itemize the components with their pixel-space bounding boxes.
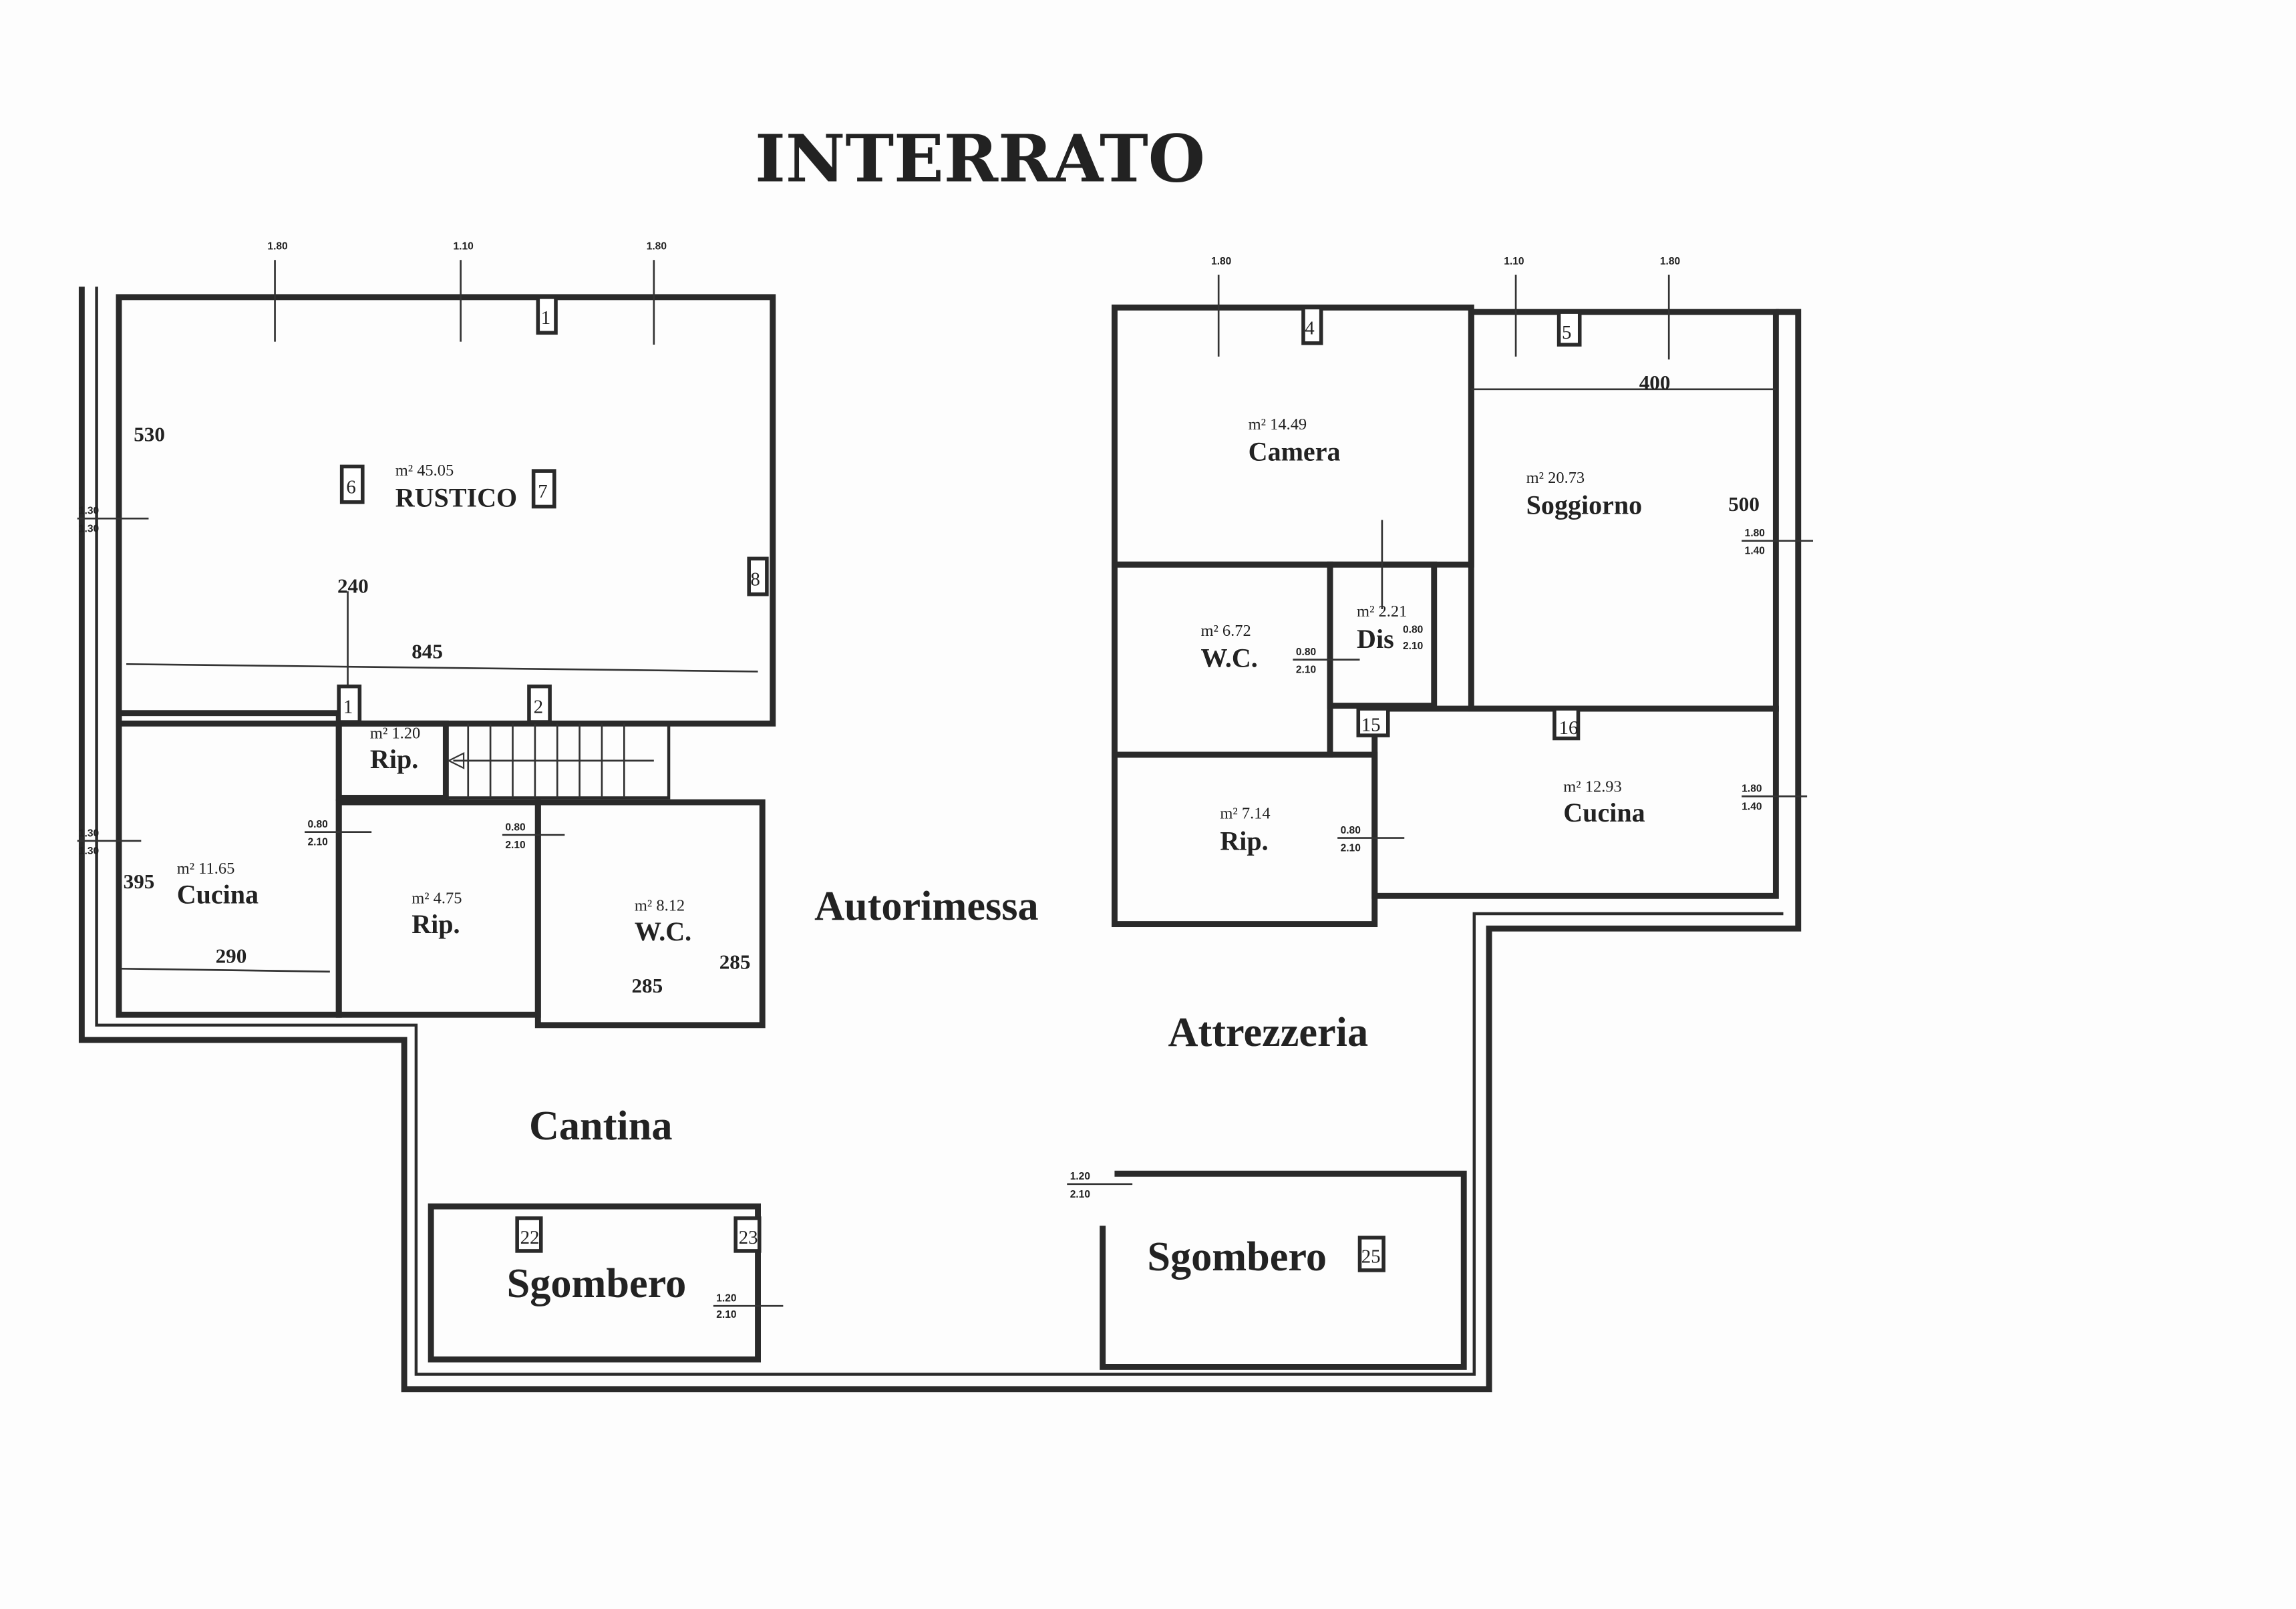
svg-text:22: 22 [520,1227,540,1248]
svg-text:1.10: 1.10 [454,241,474,252]
svg-text:16: 16 [1559,717,1579,739]
dim-285-bottom: 285 [631,974,663,997]
svg-text:0.80: 0.80 [1341,825,1361,836]
svg-text:1.30: 1.30 [79,506,100,517]
svg-text:6: 6 [346,476,355,498]
svg-text:2.10: 2.10 [505,840,526,851]
label-sgombero-left: Sgombero [507,1261,687,1306]
area-soggiorno: m² 20.73 [1526,469,1585,487]
area-rip-small: m² 1.20 [370,725,420,743]
area-camera: m² 14.49 [1249,415,1307,433]
svg-text:1.30: 1.30 [79,523,100,534]
label-wc-right: W.C. [1200,643,1257,673]
svg-text:2.10: 2.10 [1403,641,1424,652]
svg-text:1.80: 1.80 [1211,256,1232,267]
svg-text:0.80: 0.80 [505,822,526,833]
svg-text:1.40: 1.40 [1742,801,1762,812]
svg-text:1.10: 1.10 [1504,256,1524,267]
svg-text:1.40: 1.40 [1745,546,1766,557]
area-rustico: m² 45.05 [395,462,454,480]
svg-text:1: 1 [541,307,550,329]
markers: 6 7 8 1 1 2 4 5 15 16 22 23 25 [337,295,1582,1272]
area-dis: m² 2.21 [1357,602,1407,620]
staircase [444,722,671,799]
label-soggiorno: Soggiorno [1526,490,1643,520]
svg-text:2.10: 2.10 [1296,665,1317,676]
svg-text:2.10: 2.10 [1341,843,1361,854]
label-camera: Camera [1249,437,1341,467]
svg-text:1.80: 1.80 [647,241,667,252]
svg-text:1.20: 1.20 [716,1293,737,1304]
svg-text:5: 5 [1562,322,1571,343]
svg-text:8: 8 [750,568,760,590]
window-annotations: 1.80 1.10 1.80 1.80 1.10 1.80 1.30 1.30 1… [77,241,1814,1320]
svg-text:2.10: 2.10 [716,1309,737,1320]
svg-text:4: 4 [1305,317,1314,339]
dim-285-side: 285 [719,950,751,973]
svg-text:1.80: 1.80 [267,241,288,252]
svg-text:1.80: 1.80 [1742,783,1762,795]
area-wc-right: m² 6.72 [1200,622,1251,640]
label-wc-left: W.C. [635,916,691,946]
area-wc-left: m² 8.12 [635,897,685,915]
dim-530: 530 [134,423,165,446]
label-cucina-right: Cucina [1563,797,1645,828]
svg-text:1.80: 1.80 [1660,256,1681,267]
area-cucina-left: m² 11.65 [177,860,235,878]
dim-400: 400 [1639,371,1671,394]
svg-text:2.10: 2.10 [307,837,328,848]
svg-text:15: 15 [1361,714,1381,735]
label-cucina-left: Cucina [177,879,259,909]
label-dis: Dis [1357,624,1394,654]
svg-text:2.10: 2.10 [1070,1189,1091,1200]
svg-text:1.30: 1.30 [79,828,100,839]
room-sgombero-left [428,1203,761,1363]
svg-text:25: 25 [1361,1246,1381,1268]
label-attrezzeria: Attrezzeria [1168,1010,1369,1055]
svg-text:1.30: 1.30 [79,846,100,857]
room-sgombero-right [1100,1170,1467,1370]
outer-wall-inner [95,287,1784,1376]
label-rip-small: Rip. [370,744,418,774]
dim-500: 500 [1728,492,1760,516]
svg-text:1.20: 1.20 [1070,1171,1091,1182]
dim-290: 290 [216,944,247,967]
label-cantina: Cantina [529,1103,673,1149]
label-rip-left: Rip. [412,909,460,939]
dim-240: 240 [337,574,369,598]
svg-text:7: 7 [538,481,547,502]
plan-title: INTERRATO [755,120,1205,197]
dim-845: 845 [412,639,443,663]
svg-text:23: 23 [739,1227,758,1248]
room-wc-left [534,799,766,1029]
svg-text:1: 1 [343,697,353,718]
svg-text:1.80: 1.80 [1745,528,1766,539]
svg-text:0.80: 0.80 [307,819,328,830]
svg-text:0.80: 0.80 [1403,624,1424,636]
svg-text:0.80: 0.80 [1296,647,1317,658]
area-rip-right: m² 7.14 [1220,805,1270,823]
area-rip-left: m² 4.75 [412,889,462,907]
label-rustico: RUSTICO [395,483,517,513]
label-rip-right: Rip. [1220,826,1268,856]
label-autorimessa: Autorimessa [814,884,1039,929]
dim-395: 395 [124,870,155,893]
outer-wall [78,287,1802,1393]
svg-text:2: 2 [534,697,543,718]
label-sgombero-right: Sgombero [1147,1234,1327,1280]
area-cucina-right: m² 12.93 [1563,778,1622,796]
